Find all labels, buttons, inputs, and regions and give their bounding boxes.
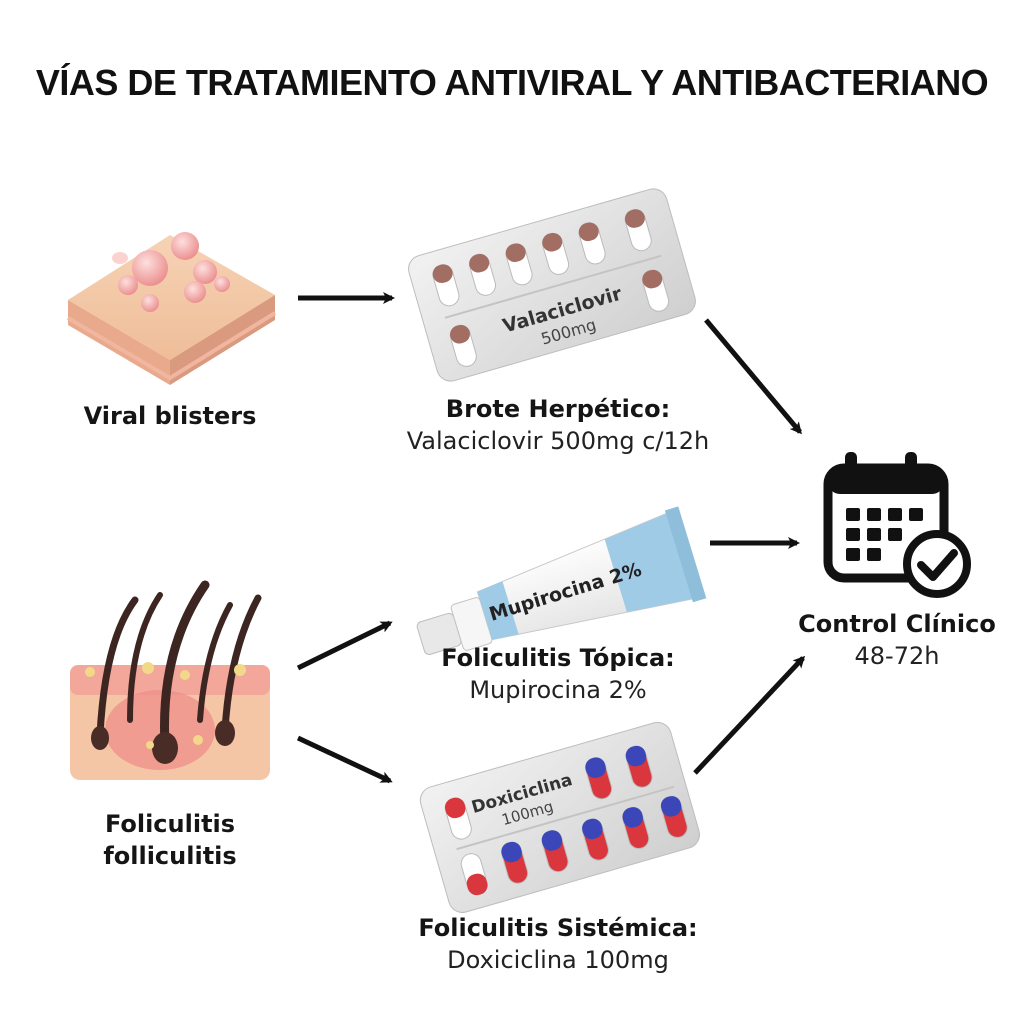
- valaciclovir-capsules: [432, 209, 670, 367]
- herpes-detail: Valaciclovir 500mg c/12h: [406, 427, 710, 455]
- viral-blisters-text: Viral blisters: [83, 402, 257, 430]
- control-clinico-label: Control Clínico 48-72h: [790, 608, 1004, 672]
- topical-detail: Mupirocina 2%: [469, 676, 647, 704]
- folliculitis-skin-illustration: [70, 580, 270, 780]
- viral-skin-illustration: [66, 232, 277, 385]
- calendar-check-icon: [823, 452, 971, 598]
- doxiciclina-capsules: [444, 745, 688, 896]
- flow-arrows: [296, 292, 806, 784]
- arrow-doxiciclina-to-control: [693, 655, 806, 775]
- viral-blisters-label: Viral blisters: [60, 400, 280, 432]
- valaciclovir-blister-pack: Valaciclovir 500mg: [408, 188, 696, 382]
- folliculitis-line2: folliculitis: [103, 842, 237, 870]
- herpes-heading: Brote Herpético:: [445, 395, 671, 423]
- arrow-folliculitis-to-doxiciclina: [296, 735, 393, 784]
- arrow-valaciclovir-to-control: [704, 318, 802, 435]
- topical-treatment-label: Foliculitis Tópica: Mupirocina 2%: [400, 642, 716, 706]
- folliculitis-label: Foliculitis folliculitis: [60, 808, 280, 872]
- arrow-folliculitis-to-tube: [296, 620, 393, 671]
- folliculitis-line1: Foliculitis: [104, 810, 236, 838]
- topical-heading: Foliculitis Tópica:: [441, 644, 675, 672]
- systemic-treatment-label: Foliculitis Sistémica: Doxiciclina 100mg: [400, 912, 716, 976]
- herpes-treatment-label: Brote Herpético: Valaciclovir 500mg c/12…: [380, 393, 736, 457]
- doxiciclina-blister-pack: Doxiciclina 100mg: [419, 721, 700, 913]
- control-detail: 48-72h: [854, 642, 940, 670]
- systemic-detail: Doxiciclina 100mg: [447, 946, 669, 974]
- systemic-heading: Foliculitis Sistémica:: [418, 914, 698, 942]
- page-title: VÍAS DE TRATAMIENTO ANTIVIRAL Y ANTIBACT…: [35, 62, 989, 103]
- control-heading: Control Clínico: [798, 610, 996, 638]
